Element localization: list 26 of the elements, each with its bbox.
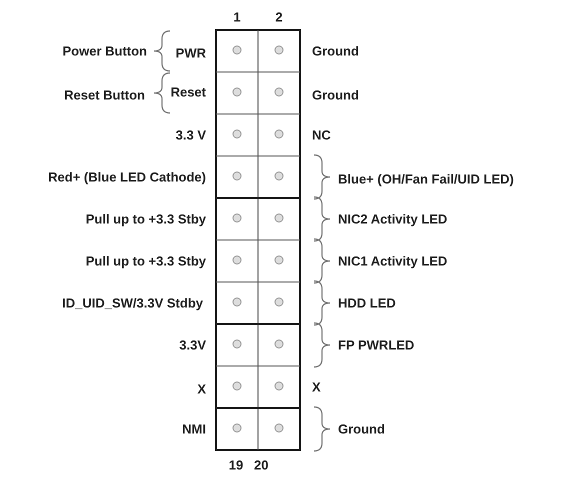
pin-label: NIC1 Activity LED [338, 254, 448, 268]
pin-label: X [312, 380, 321, 394]
pin-label: 3.3V [179, 338, 206, 352]
pin-label: Ground [312, 88, 359, 102]
pin-label: NMI [182, 422, 206, 436]
pin-label: FP PWRLED [338, 338, 414, 352]
pin-label: Ground [338, 422, 385, 436]
pin-label: PWR [176, 46, 206, 60]
pin-label: 3.3 V [176, 128, 206, 142]
pin-label: NIC2 Activity LED [338, 212, 448, 226]
pin-label: X [197, 382, 206, 396]
signal-label: Reset Button [64, 88, 145, 102]
pin-label: Reset [170, 84, 206, 100]
pin-number: 2 [275, 10, 283, 24]
pin-label: Pull up to +3.3 Stby [86, 254, 206, 268]
pin-label: Ground [312, 44, 359, 58]
pin-label: Pull up to +3.3 Stby [86, 212, 206, 226]
pin-label: HDD LED [338, 296, 396, 310]
signal-label: Power Button [62, 44, 147, 58]
pin-number: 19 [228, 458, 244, 472]
pin-label: Blue+ (OH/Fan Fail/UID LED) [338, 172, 514, 186]
pin-number: 1 [233, 10, 241, 24]
pin-number: 20 [254, 458, 268, 472]
pin-label: Red+ (Blue LED Cathode) [48, 170, 206, 184]
pin-label: ID_UID_SW/3.3V Stdby [62, 296, 203, 310]
pin-label: NC [312, 128, 331, 142]
